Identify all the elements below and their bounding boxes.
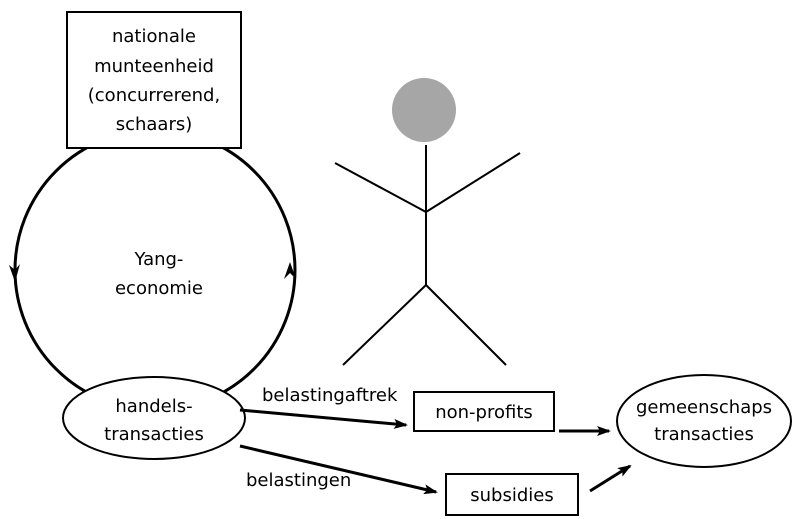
arrow-subsidies-to-community	[589, 464, 632, 493]
trade-node-line-2: transacties	[104, 424, 204, 445]
cycle-label-line-1: Yang-	[134, 249, 184, 270]
subsidies-box	[445, 473, 579, 516]
cycle-label-line-2: economie	[115, 278, 203, 299]
stick-figure-icon	[334, 78, 521, 366]
arrow-tax-deduction	[239, 408, 408, 429]
nonprofits-label: non-profits	[435, 402, 533, 423]
currency-line-4: schaars)	[116, 114, 193, 135]
subsidies-label: subsidies	[470, 485, 553, 506]
person-head	[392, 78, 456, 142]
currency-line-2: munteenheid	[94, 56, 214, 77]
nonprofits-box	[413, 391, 555, 432]
cycle-arrow-left-icon	[9, 264, 20, 282]
cycle-arrow-right-icon	[284, 262, 296, 279]
edge-label-taxes: belastingen	[246, 470, 351, 491]
arrow-taxes	[239, 444, 438, 495]
community-node	[616, 374, 792, 468]
trade-node-line-1: handels-	[115, 396, 192, 417]
cycle-circle	[13, 128, 297, 412]
trade-node	[62, 376, 246, 460]
currency-line-3: (concurrerend,	[88, 85, 220, 106]
currency-line-1: nationale	[112, 26, 196, 47]
edge-label-tax-deduction: belastingaftrek	[262, 385, 398, 406]
community-node-line-1: gemeenschaps	[636, 397, 772, 418]
currency-box	[66, 11, 242, 149]
community-node-line-2: transacties	[654, 424, 754, 445]
